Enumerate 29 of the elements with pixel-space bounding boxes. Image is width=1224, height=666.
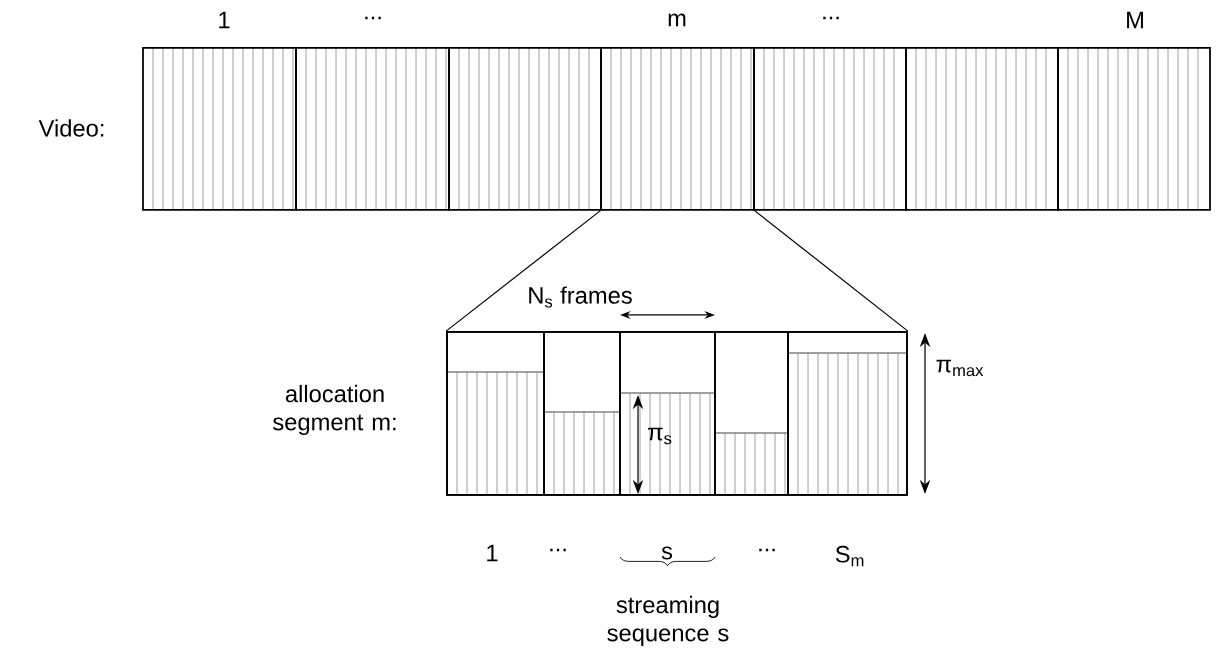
sequence-column bbox=[787, 331, 908, 496]
video-segment bbox=[142, 47, 297, 211]
video-segment bbox=[753, 47, 907, 211]
sequence-column bbox=[619, 331, 716, 496]
sequence-column bbox=[446, 331, 545, 496]
dimension-label: N$_{s}$ frames bbox=[529, 286, 632, 308]
ellipsis: ... bbox=[550, 548, 566, 552]
ellipsis: ... bbox=[365, 16, 381, 20]
index-label: S$_{m}$ bbox=[835, 545, 864, 567]
video-segment bbox=[600, 47, 755, 211]
video-segment bbox=[1057, 47, 1211, 211]
index-label: 1 bbox=[487, 544, 498, 562]
index-label: s bbox=[661, 546, 673, 560]
ellipsis: ... bbox=[823, 16, 839, 20]
index-label: 1 bbox=[219, 11, 230, 29]
row-label: Video: bbox=[38, 119, 104, 137]
caption-label: streaming sequence s bbox=[607, 595, 729, 647]
dimension-label: π$_{max}$ bbox=[936, 359, 984, 377]
zoom-line bbox=[754, 210, 909, 332]
dimension-label: π$_{s}$ bbox=[648, 427, 672, 445]
zoom-line bbox=[445, 210, 601, 332]
sequence-column bbox=[714, 331, 789, 496]
row-label: allocation segment m: bbox=[273, 384, 396, 436]
index-label: m bbox=[668, 13, 686, 27]
sequence-column bbox=[543, 331, 621, 496]
video-segment bbox=[295, 47, 450, 211]
ellipsis: ... bbox=[759, 548, 775, 552]
video-segment bbox=[905, 47, 1059, 211]
video-segment bbox=[448, 47, 602, 211]
